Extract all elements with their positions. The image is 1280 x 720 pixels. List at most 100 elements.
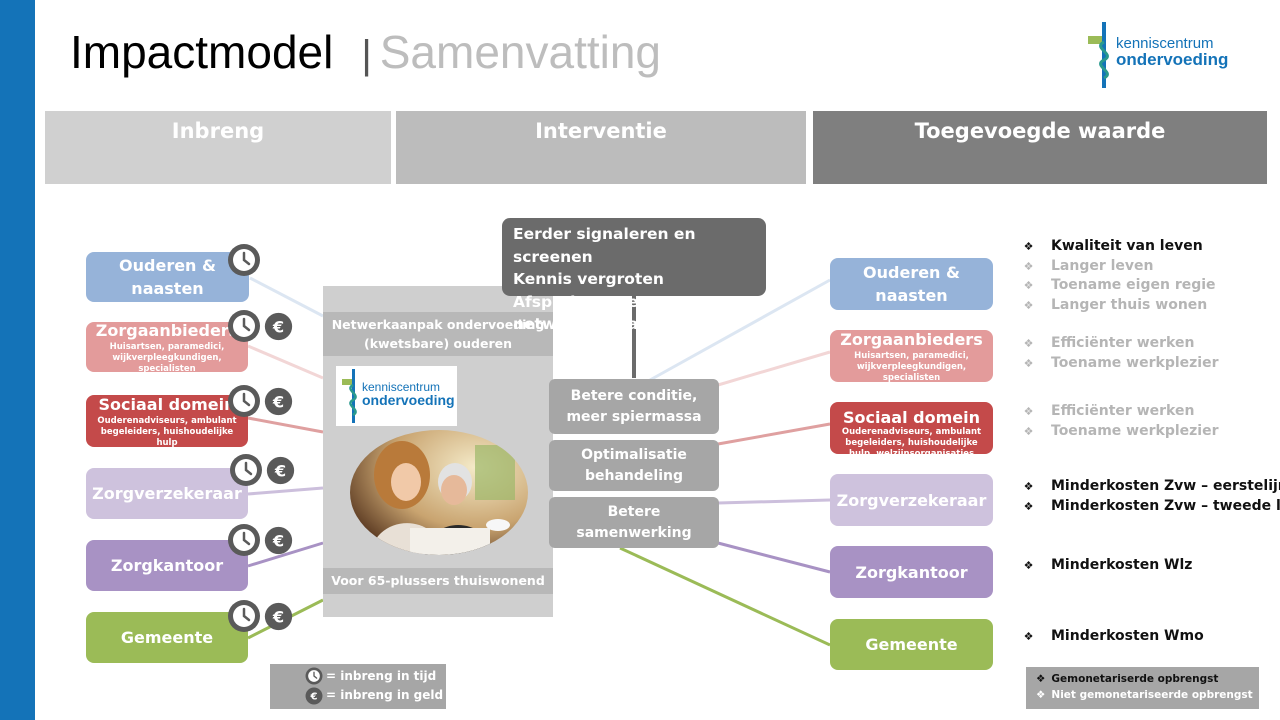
clock-icon bbox=[228, 385, 260, 417]
right-box-zorgkantoor: Zorgkantoor bbox=[830, 546, 993, 598]
left-box-sociaal-domein: Sociaal domein Ouderenadviseurs, ambulan… bbox=[86, 395, 248, 448]
value-item: ❖Toename werkplezier bbox=[1022, 422, 1219, 442]
clock-icon bbox=[228, 600, 260, 632]
right-box-zorgverzekeraar: Zorgverzekeraar bbox=[830, 474, 993, 526]
center-panel-footer: Voor 65-plussers thuiswonend bbox=[323, 568, 553, 594]
title-sub: Samenvatting bbox=[379, 26, 662, 78]
svg-text:€: € bbox=[272, 607, 284, 626]
clock-icon bbox=[228, 524, 260, 556]
logo-line2: ondervoeding bbox=[1116, 50, 1229, 69]
value-item: ❖Langer thuis wonen bbox=[1022, 296, 1216, 316]
connector-sociaal-right bbox=[717, 422, 831, 446]
center-logo-line1: kenniscentrum bbox=[362, 380, 441, 394]
title-separator: | bbox=[361, 33, 372, 77]
right-box-sociaal-domein: Sociaal domein Ouderenadviseurs, ambulan… bbox=[830, 402, 993, 454]
connector-zorgaanbieders-right bbox=[717, 350, 831, 387]
logo-line1: kenniscentrum bbox=[1116, 35, 1214, 52]
diamond-bullet-icon: ❖ bbox=[1023, 356, 1034, 370]
intervention-activities: Eerder signaleren en screenen Kennis ver… bbox=[502, 218, 766, 333]
left-box-title: Zorgverzekeraar bbox=[92, 484, 242, 503]
diamond-bullet-icon: ❖ bbox=[1023, 480, 1034, 493]
logo-staff-icon bbox=[1088, 22, 1109, 88]
header-inbreng: Inbreng bbox=[45, 111, 391, 184]
page-title: Impactmodel |Samenvatting bbox=[70, 25, 661, 85]
logo: kenniscentrum ondervoeding bbox=[1086, 20, 1236, 90]
outcome-samenwerking: Betere samenwerking bbox=[549, 497, 719, 548]
intervention-activity: Afspraken over netwerkaanpak bbox=[513, 292, 649, 334]
clock-icon bbox=[228, 244, 260, 276]
value-item: ❖Toename eigen regie bbox=[1022, 276, 1216, 296]
value-list-zorgverzekeraar: ❖Minderkosten Zvw – eerstelijn ❖Minderko… bbox=[1022, 477, 1280, 516]
diamond-bullet-icon: ❖ bbox=[1023, 298, 1034, 312]
right-box-title: Ouderen & naasten bbox=[863, 263, 960, 305]
right-box-ouderen: Ouderen & naasten bbox=[830, 258, 993, 310]
legend-monetized: ❖Gemonetariserde opbrengst bbox=[1036, 673, 1219, 685]
outcome-conditie: Betere conditie, meer spiermassa bbox=[549, 379, 719, 434]
connector-zorgverzekeraar-left bbox=[247, 486, 324, 496]
clock-icon bbox=[230, 454, 262, 486]
svg-text:€: € bbox=[310, 692, 318, 703]
right-box-title: Gemeente bbox=[865, 635, 958, 654]
euro-icon: € bbox=[264, 602, 293, 631]
svg-text:€: € bbox=[272, 531, 284, 550]
value-list-ouderen: ❖Kwaliteit van leven ❖Langer leven ❖Toen… bbox=[1022, 237, 1216, 315]
intervention-activity: Eerder signaleren en screenen bbox=[513, 225, 696, 266]
diamond-bullet-icon: ❖ bbox=[1023, 405, 1034, 418]
left-box-subtitle: Huisartsen, paramedici, wijkverpleegkund… bbox=[109, 342, 225, 374]
connector-zorgkantoor-left bbox=[247, 541, 324, 568]
left-box-gemeente: Gemeente bbox=[86, 612, 248, 663]
value-item: ❖Efficiënter werken bbox=[1022, 402, 1218, 422]
left-box-ouderen: Ouderen & naasten bbox=[86, 252, 249, 302]
value-item: ❖Minderkosten Zvw – tweede lijn bbox=[1022, 497, 1280, 517]
diamond-bullet-icon: ❖ bbox=[1036, 673, 1046, 685]
legend-time-label: = inbreng in tijd bbox=[326, 669, 437, 683]
title-main: Impactmodel bbox=[70, 26, 334, 78]
connector-zorgaanbieders-left bbox=[247, 344, 324, 380]
euro-icon: € bbox=[305, 687, 323, 705]
value-list-gemeente: ❖Minderkosten Wmo bbox=[1022, 627, 1204, 647]
connector-ouderen-left bbox=[249, 276, 324, 318]
legend-opbrengst: ❖Gemonetariserde opbrengst ❖Niet gemonet… bbox=[1026, 667, 1259, 709]
left-box-zorgaanbieders: Zorgaanbieders Huisartsen, paramedici, w… bbox=[86, 321, 248, 374]
value-item: ❖Minderkosten Wlz bbox=[1022, 556, 1193, 576]
diamond-bullet-icon: ❖ bbox=[1023, 240, 1034, 253]
connector-sociaal-left bbox=[247, 416, 324, 434]
outcome-behandeling: Optimalisatie behandeling bbox=[549, 440, 719, 491]
left-box-title: Gemeente bbox=[120, 628, 214, 647]
euro-icon: € bbox=[264, 387, 293, 416]
connector-ouderen-right bbox=[649, 278, 831, 382]
right-box-zorgaanbieders: Zorgaanbieders Huisartsen, paramedici, w… bbox=[830, 330, 993, 383]
value-list-zorgkantoor: ❖Minderkosten Wlz bbox=[1022, 556, 1193, 576]
right-box-subtitle: Huisartsen, paramedici, wijkverpleegkund… bbox=[854, 351, 969, 383]
diamond-bullet-icon: ❖ bbox=[1023, 559, 1034, 572]
clock-icon bbox=[305, 667, 323, 685]
diamond-bullet-icon: ❖ bbox=[1023, 259, 1034, 273]
left-box-zorgverzekeraar: Zorgverzekeraar bbox=[86, 468, 248, 519]
left-box-title: Sociaal domein bbox=[98, 395, 236, 414]
intervention-activity: Kennis vergroten bbox=[513, 270, 664, 288]
euro-icon: € bbox=[266, 456, 295, 485]
euro-icon: € bbox=[264, 312, 293, 341]
value-item: ❖Toename werkplezier bbox=[1022, 354, 1219, 374]
connector-zorgverzekeraar-right bbox=[717, 498, 831, 505]
left-accent-bar bbox=[0, 0, 35, 720]
diamond-bullet-icon: ❖ bbox=[1023, 279, 1034, 292]
center-logo-staff-icon bbox=[342, 369, 357, 423]
header-interventie: Interventie bbox=[396, 111, 806, 184]
center-logo-card: kenniscentrum ondervoeding bbox=[336, 366, 457, 426]
photo-elderly-care bbox=[350, 430, 528, 555]
legend-non-monetized: ❖Niet gemonetariseerde opbrengst bbox=[1036, 689, 1253, 701]
left-box-zorgkantoor: Zorgkantoor bbox=[86, 540, 248, 591]
connector-gemeente-right bbox=[619, 546, 831, 647]
right-box-title: Zorgverzekeraar bbox=[836, 490, 987, 510]
diamond-bullet-icon: ❖ bbox=[1023, 424, 1034, 438]
value-item: ❖Minderkosten Wmo bbox=[1022, 627, 1204, 647]
svg-text:€: € bbox=[274, 461, 286, 480]
legend-money-label: = inbreng in geld bbox=[326, 688, 444, 702]
right-box-title: Zorgkantoor bbox=[855, 562, 968, 582]
value-item: ❖Langer leven bbox=[1022, 257, 1216, 277]
value-list-zorgaanbieders: ❖Efficiënter werken ❖Toename werkplezier bbox=[1022, 334, 1219, 374]
value-item: ❖Kwaliteit van leven bbox=[1022, 237, 1216, 257]
legend-inbreng: = inbreng in tijd € = inbreng in geld bbox=[270, 664, 446, 709]
diamond-bullet-icon: ❖ bbox=[1023, 337, 1034, 350]
